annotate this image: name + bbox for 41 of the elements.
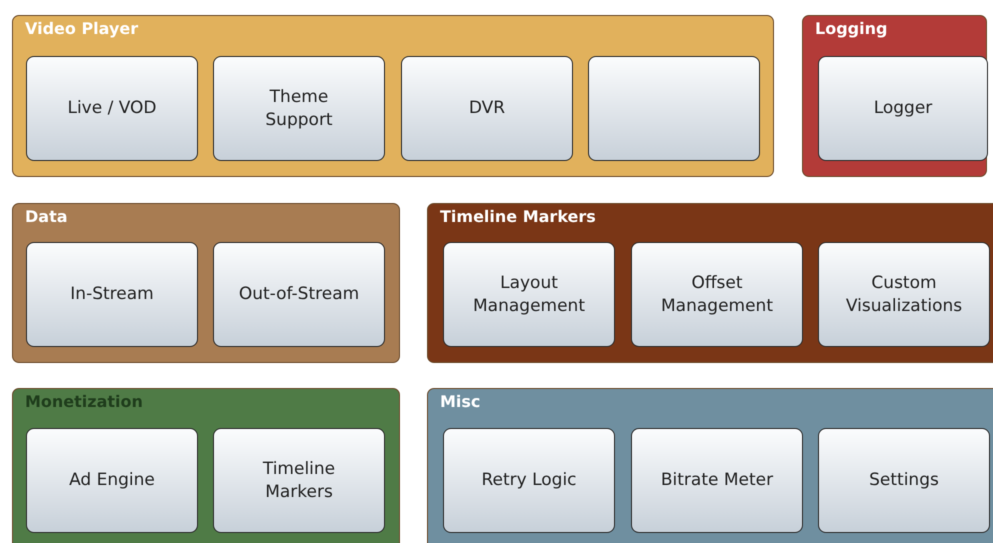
module-box <box>443 428 615 533</box>
group-panel <box>12 15 774 177</box>
module-box <box>213 56 385 161</box>
module-label: Out-of-Stream <box>238 283 360 306</box>
module-label: Offset Management <box>660 272 774 318</box>
module-label: Ad Engine <box>69 469 155 492</box>
module-label: Settings <box>869 469 939 492</box>
group-panel <box>802 15 987 177</box>
group-title: Logging <box>815 19 888 38</box>
module-box <box>26 242 198 347</box>
module-box <box>213 242 385 347</box>
module-label: Timeline Markers <box>262 458 336 504</box>
module-label: Retry Logic <box>481 469 577 492</box>
group-title: Misc <box>440 392 480 411</box>
module-box <box>443 242 615 347</box>
module-box <box>818 56 988 161</box>
module-box <box>26 428 198 533</box>
group-panel <box>12 203 400 363</box>
module-box <box>401 56 573 161</box>
module-label: Live / VOD <box>67 97 157 120</box>
module-box <box>213 428 385 533</box>
module-box <box>588 56 760 161</box>
module-label: Custom Visualizations <box>844 272 964 318</box>
group-panel <box>12 388 400 543</box>
group-panel <box>427 388 993 543</box>
module-box <box>631 428 803 533</box>
group-title: Timeline Markers <box>440 207 596 226</box>
module-label: Logger <box>874 97 932 120</box>
module-box <box>26 56 198 161</box>
group-title: Data <box>25 207 68 226</box>
group-title: Monetization <box>25 392 143 411</box>
group-title: Video Player <box>25 19 138 38</box>
module-box <box>818 428 990 533</box>
module-label: DVR <box>468 97 506 120</box>
module-label: Layout Management <box>472 272 586 318</box>
group-panel <box>427 203 993 363</box>
module-label: In-Stream <box>70 283 154 306</box>
module-box <box>631 242 803 347</box>
module-box <box>818 242 990 347</box>
module-label: Bitrate Meter <box>660 469 774 492</box>
module-label: Theme Support <box>264 86 334 132</box>
